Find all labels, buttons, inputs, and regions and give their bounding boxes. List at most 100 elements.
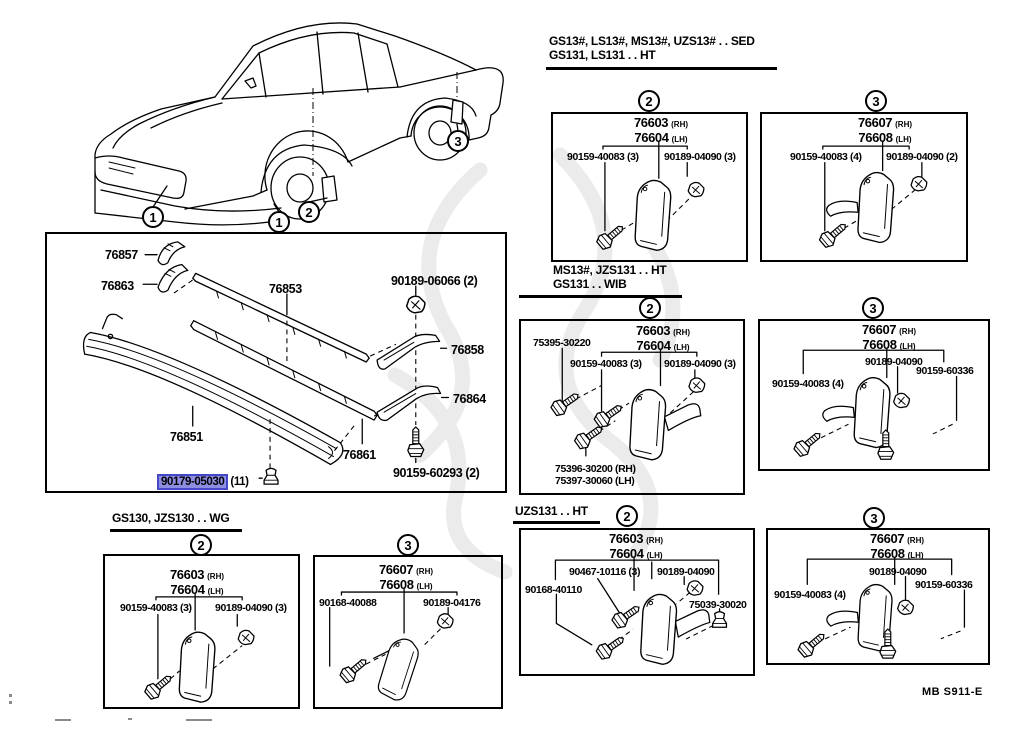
clip-part-label: 90189-04090 (3) (215, 602, 287, 614)
htwib-front-drawing (548, 347, 706, 461)
selected-part-number[interactable]: 90179-05030 (156, 474, 229, 490)
car-illustration (94, 22, 504, 226)
part-side-rh: (RH) (207, 572, 225, 581)
uzs-front-mudguard-box: 76603(RH) 76604(LH) 90467-10116 (3) 9018… (519, 528, 755, 676)
screw-icon (817, 218, 851, 251)
part-number-lh: 76604 (609, 545, 644, 561)
grommet-part-label: 75039-30020 (689, 599, 747, 611)
screw-part-label: 90159-40083 (4) (790, 151, 862, 163)
screw-b-part-label: 90168-40110 (525, 584, 582, 596)
wg-rear-callout: 3 (397, 534, 419, 556)
mudguard-icon (629, 388, 667, 461)
part-side-rh: (RH) (895, 120, 913, 129)
clip-part-label: 90189-04090 (2) (886, 151, 958, 163)
screw-part-label: 90159-40083 (4) (774, 589, 846, 601)
clip-icon (436, 613, 454, 629)
scan-watermark (387, 147, 681, 580)
part-number-rh: 76603 (169, 567, 205, 582)
part-side-rh: (RH) (907, 536, 925, 545)
part-side-rh: (RH) (899, 327, 917, 336)
part-label-76863: 76863 (101, 279, 134, 293)
screw-icon (594, 220, 629, 253)
clip-icon (686, 580, 704, 596)
part-number-rh: 76603 (633, 115, 669, 130)
car-callout-2: 2 (298, 201, 320, 223)
part-number-lh: 76608 (862, 336, 897, 352)
part-label-76861: 76861 (343, 448, 376, 462)
mudguard-part-numbers: 76603(RH) 76604(LH) (142, 567, 252, 598)
screw-icon (407, 426, 425, 458)
clip-icon (910, 175, 928, 192)
scan-noise-dash (55, 719, 71, 721)
front-spoiler-parts-box: 76857 76863 76853 90189-06066 (2) 76858 … (45, 232, 507, 493)
section-htwib-header-line2: GS131 . . WIB (553, 277, 627, 291)
clip-icon (897, 599, 914, 616)
screw-icon (142, 670, 177, 703)
mudguard-part-numbers: 76607(RH) 76608(LH) (830, 116, 940, 146)
wg-front-callout: 2 (190, 534, 212, 556)
scan-noise-dash (128, 718, 132, 720)
mudguard-icon (640, 593, 678, 665)
htwib-rear-callout: 3 (862, 297, 884, 319)
htwib-front-mudguard-box: 75395-30220 76603(RH) 76604(LH) 90159-40… (519, 319, 745, 495)
scan-noise-dash (186, 719, 212, 721)
car-callout-1-right: 1 (268, 211, 290, 233)
part-number-lh: 76608 (379, 576, 414, 592)
wg-rear-mudguard-box: 76607(RH) 76608(LH) 90168-40088 90189-04… (313, 555, 503, 709)
bolt-part-label: 90159-60336 (915, 579, 973, 591)
clip-part-label: 90189-04090 (869, 566, 927, 578)
uzs-rear-mudguard-box: 76607(RH) 76608(LH) 90189-04090 90159-60… (766, 528, 990, 665)
mudguard-icon (375, 634, 422, 704)
section-wg-header: GS130, JZS130 . . WG (112, 511, 230, 525)
sed-front-callout: 2 (638, 90, 660, 112)
part-number-rh: 76607 (378, 562, 414, 577)
selected-part-row: 90179-05030(11) (156, 474, 249, 490)
part-number-rh: 76603 (635, 323, 671, 338)
mudguard-icon (857, 171, 895, 244)
mudguard-part-numbers: 76603(RH) 76604(LH) (608, 323, 718, 354)
uzs-rear-callout: 3 (863, 507, 885, 529)
part-side-rh: (RH) (673, 328, 691, 337)
screw-a-part-label: 90467-10116 (3) (569, 566, 641, 578)
section-uzs-header: UZS131 . . HT (515, 504, 588, 518)
part-number-lh: 76604 (634, 129, 669, 145)
part-number-rh: 76603 (608, 531, 644, 546)
sed-front-mudguard-box: 76603(RH) 76604(LH) 90159-40083 (3) 9018… (551, 112, 748, 262)
clip-part-label: 90189-04090 (3) (664, 358, 736, 370)
part-label-76853: 76853 (269, 282, 302, 296)
wg-front-drawing (142, 593, 255, 703)
screw-icon (337, 653, 372, 686)
part-number-lh: 76604 (636, 337, 671, 353)
spat-rh-label: 75396-30200 (RH) (555, 463, 636, 475)
uzs-front-drawing (554, 557, 728, 665)
clip-icon (687, 181, 705, 198)
screw-icon (791, 427, 826, 460)
part-number-rh: 76607 (861, 322, 897, 337)
mudguard-icon (178, 631, 216, 703)
scan-noise-dot (9, 694, 12, 697)
clip-part-label: 90189-04090 (865, 356, 923, 368)
screw-part-label: 90159-40083 (3) (120, 602, 192, 614)
grommet-icon (712, 611, 728, 628)
htwib-rear-mudguard-box: 76607(RH) 76608(LH) 90189-04090 90159-60… (758, 319, 990, 471)
car-callout-1-left: 1 (142, 206, 164, 228)
screw-part-label: 90159-40083 (3) (567, 151, 639, 163)
bolt-part-label: 90159-60336 (916, 365, 974, 377)
uzs-rear-drawing (795, 557, 966, 661)
clip-icon (688, 377, 706, 393)
part-label-76851: 76851 (170, 430, 203, 444)
part-side-lh: (LH) (671, 134, 688, 144)
part-label-76864: 76864 (453, 392, 486, 406)
part-side-rh: (RH) (671, 120, 689, 129)
screw-part-label: 90159-40083 (3) (570, 358, 642, 370)
part-side-lh: (LH) (646, 550, 663, 560)
sed-rear-mudguard-box: 76607(RH) 76608(LH) 90159-40083 (4) 9018… (760, 112, 968, 262)
part-number-lh: 76604 (170, 581, 205, 597)
part-side-lh: (LH) (907, 550, 924, 560)
sed-rear-drawing (817, 140, 928, 251)
sed-front-drawing (594, 140, 705, 253)
screw-part-label: 90168-40088 (319, 597, 377, 609)
section-htwib-underline (519, 295, 682, 298)
clip-part-label: 90189-04090 (657, 566, 715, 578)
